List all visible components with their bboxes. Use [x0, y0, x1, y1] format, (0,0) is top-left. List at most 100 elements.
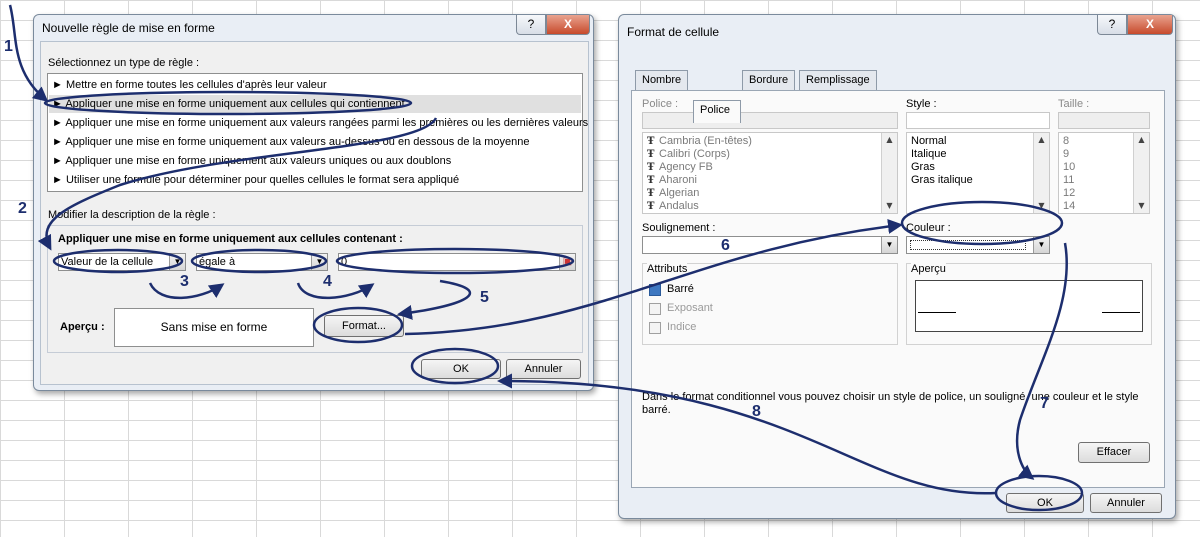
operator-combo[interactable]: égale à ▼: [196, 253, 328, 271]
list-item[interactable]: 10: [1063, 161, 1076, 173]
rule-type-item[interactable]: ► Utiliser une formule pour déterminer p…: [52, 174, 460, 186]
chevron-down-icon[interactable]: ▼: [1033, 237, 1049, 253]
size-label: Taille :: [1058, 98, 1090, 110]
cell-value-combo[interactable]: Valeur de la cellule ▼: [58, 253, 186, 271]
preview-label: Aperçu :: [60, 321, 105, 333]
scrollbar[interactable]: ▲ ▼: [1133, 133, 1149, 213]
step-number-5: 5: [480, 289, 489, 306]
close-button[interactable]: X: [546, 15, 590, 35]
ok-button[interactable]: OK: [1006, 493, 1084, 513]
scroll-down-icon[interactable]: ▼: [886, 201, 893, 210]
list-item[interactable]: 14: [1063, 200, 1076, 212]
rule-type-item[interactable]: ► Mettre en forme toutes les cellules d'…: [52, 79, 327, 91]
step-number-2: 2: [18, 200, 27, 217]
dialog-title: Nouvelle règle de mise en forme: [42, 21, 215, 35]
select-type-label: Sélectionnez un type de règle :: [48, 57, 200, 69]
range-select-icon[interactable]: ▣: [559, 254, 575, 270]
list-item[interactable]: Gras italique: [911, 174, 973, 186]
size-list[interactable]: 8 9 10 11 12 14 ▲ ▼: [1058, 132, 1150, 214]
step-number-1: 1: [4, 38, 13, 55]
font-name: Agency FB: [659, 161, 713, 173]
list-item[interactable]: Italique: [911, 148, 947, 160]
chevron-down-icon[interactable]: ▼: [311, 254, 327, 270]
strike-label: Barré: [667, 283, 694, 295]
list-item[interactable]: Ŧ Agency FB: [647, 161, 713, 174]
superscript-checkbox[interactable]: [649, 303, 661, 315]
list-item[interactable]: 9: [1063, 148, 1070, 160]
underline-combo[interactable]: ▼: [642, 236, 898, 254]
description-label: Modifier la description de la règle :: [48, 209, 216, 221]
dialog-body: Nombre Police Bordure Remplissage Police…: [625, 47, 1171, 513]
info-text-line1: Dans le format conditionnel vous pouvez …: [642, 391, 1139, 403]
value-input[interactable]: 0 ▣: [338, 253, 576, 271]
preview-box: [915, 280, 1143, 332]
superscript-label: Exposant: [667, 302, 713, 314]
subscript-label: Indice: [667, 321, 697, 333]
tab-bordure[interactable]: Bordure: [742, 70, 796, 90]
cancel-button[interactable]: Annuler: [1090, 493, 1162, 513]
scroll-up-icon[interactable]: ▲: [886, 135, 893, 144]
step-number-3: 3: [180, 273, 189, 290]
font-input[interactable]: [642, 112, 898, 129]
list-item[interactable]: 8: [1063, 135, 1070, 147]
operator-combo-text: égale à: [199, 256, 236, 268]
style-input[interactable]: [906, 112, 1050, 129]
chevron-down-icon[interactable]: ▼: [169, 254, 185, 270]
scrollbar[interactable]: ▲ ▼: [1033, 133, 1049, 213]
clear-button[interactable]: Effacer: [1078, 442, 1150, 463]
preview-text: Sans mise en forme: [160, 320, 268, 334]
font-name: Aharoni: [659, 174, 697, 186]
strike-checkbox[interactable]: [649, 284, 661, 296]
rule-type-item-selected[interactable]: ► Appliquer une mise en forme uniquement…: [49, 95, 581, 113]
tab-remplissage[interactable]: Remplissage: [799, 70, 877, 90]
preview-line-right: [1102, 312, 1140, 313]
rule-type-item[interactable]: ► Appliquer une mise en forme uniquement…: [52, 117, 589, 129]
help-button[interactable]: ?: [516, 15, 546, 35]
truetype-font-icon: Ŧ: [647, 162, 655, 173]
format-button[interactable]: Format...: [324, 315, 404, 337]
list-item[interactable]: Ŧ Andalus: [647, 200, 699, 213]
rule-type-item[interactable]: ► Appliquer une mise en forme uniquement…: [52, 155, 452, 167]
tab-police[interactable]: Police: [693, 100, 741, 123]
scrollbar[interactable]: ▲ ▼: [881, 133, 897, 213]
list-item[interactable]: 11: [1063, 174, 1075, 186]
dialog-body: Sélectionnez un type de règle : ► Mettre…: [40, 41, 589, 385]
attributes-group: Attributs Barré Exposant Indice: [642, 263, 898, 345]
list-item[interactable]: Ŧ Aharoni: [647, 174, 697, 187]
list-item[interactable]: 12: [1063, 187, 1076, 199]
cell-value-combo-text: Valeur de la cellule: [61, 256, 154, 268]
truetype-font-icon: Ŧ: [647, 201, 655, 212]
ok-button[interactable]: OK: [421, 359, 501, 379]
size-input[interactable]: [1058, 112, 1150, 129]
scroll-down-icon[interactable]: ▼: [1038, 201, 1045, 210]
help-button[interactable]: ?: [1097, 15, 1127, 35]
apply-heading: Appliquer une mise en forme uniquement a…: [58, 233, 403, 245]
subscript-checkbox[interactable]: [649, 322, 661, 334]
preview-line-left: [918, 312, 956, 313]
dialog-title: Format de cellule: [627, 25, 720, 39]
scroll-up-icon[interactable]: ▲: [1138, 135, 1145, 144]
close-button[interactable]: X: [1127, 15, 1173, 35]
font-label: Police :: [642, 98, 679, 110]
chevron-down-icon[interactable]: ▼: [881, 237, 897, 253]
scroll-up-icon[interactable]: ▲: [1038, 135, 1045, 144]
font-name: Cambria (En-têtes): [659, 135, 752, 147]
tab-nombre[interactable]: Nombre: [635, 70, 689, 90]
scroll-down-icon[interactable]: ▼: [1138, 201, 1145, 210]
list-item[interactable]: Gras: [911, 161, 935, 173]
description-panel: Appliquer une mise en forme uniquement a…: [47, 225, 583, 353]
truetype-font-icon: Ŧ: [647, 175, 655, 186]
color-combo[interactable]: ▼: [906, 236, 1050, 254]
step-number-8: 8: [752, 403, 761, 420]
style-list[interactable]: Normal Italique Gras Gras italique ▲ ▼: [906, 132, 1050, 214]
font-name: Andalus: [659, 200, 699, 212]
rule-type-item[interactable]: ► Appliquer une mise en forme uniquement…: [52, 136, 530, 148]
attributes-label: Attributs: [647, 263, 688, 275]
list-item[interactable]: Normal: [911, 135, 947, 147]
font-name: Calibri (Corps): [659, 148, 730, 160]
cancel-button[interactable]: Annuler: [506, 359, 581, 379]
